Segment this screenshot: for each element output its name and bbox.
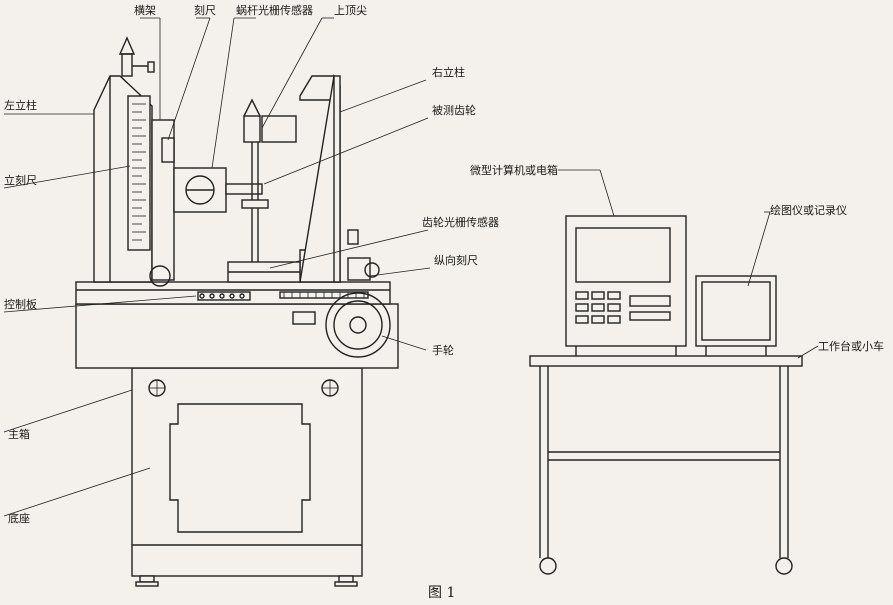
label-crossbeam: 横架: [134, 3, 156, 17]
right-column: [299, 74, 380, 283]
label-gear-grating-sensor: 齿轮光栅传感器: [422, 215, 499, 229]
label-handwheel: 手轮: [432, 343, 454, 357]
gear-measuring-machine: [75, 36, 399, 587]
label-workbench: 工作台或小车: [818, 339, 884, 353]
figure-caption: 图 1: [428, 585, 455, 601]
workbench: [529, 355, 803, 575]
label-base: 底座: [8, 511, 30, 525]
plotter: [695, 275, 777, 356]
crossbeam: [149, 119, 263, 287]
main-box: [75, 303, 399, 369]
label-scale: 刻尺: [194, 3, 216, 17]
left-column: [93, 36, 155, 283]
label-upper-center: 上顶尖: [334, 4, 367, 17]
computer-system: [529, 215, 803, 575]
label-computer-box: 微型计算机或电箱: [470, 163, 558, 177]
handwheel: [325, 292, 391, 358]
base-cabinet: [131, 367, 363, 587]
label-worm-grating-sensor: 蜗杆光栅传感器: [236, 3, 313, 17]
slide-table: [75, 281, 391, 305]
label-plotter: 绘图仪或记录仪: [770, 203, 847, 217]
label-main-box: 主箱: [8, 427, 30, 441]
upper-center: [227, 98, 301, 283]
leader-lines: [3, 17, 819, 517]
label-right-column: 右立柱: [432, 65, 465, 79]
microcomputer: [565, 215, 687, 356]
label-control-panel: 控制板: [4, 297, 37, 311]
labels: 横架 刻尺 蜗杆光栅传感器 上顶尖 左立柱 右立柱 被测齿轮 立刻尺 齿轮光栅传…: [4, 3, 884, 601]
label-measured-gear: 被测齿轮: [432, 103, 476, 117]
label-longitudinal-scale: 纵向刻尺: [434, 253, 478, 267]
label-left-column: 左立柱: [4, 98, 37, 112]
label-vertical-scale: 立刻尺: [4, 173, 37, 187]
